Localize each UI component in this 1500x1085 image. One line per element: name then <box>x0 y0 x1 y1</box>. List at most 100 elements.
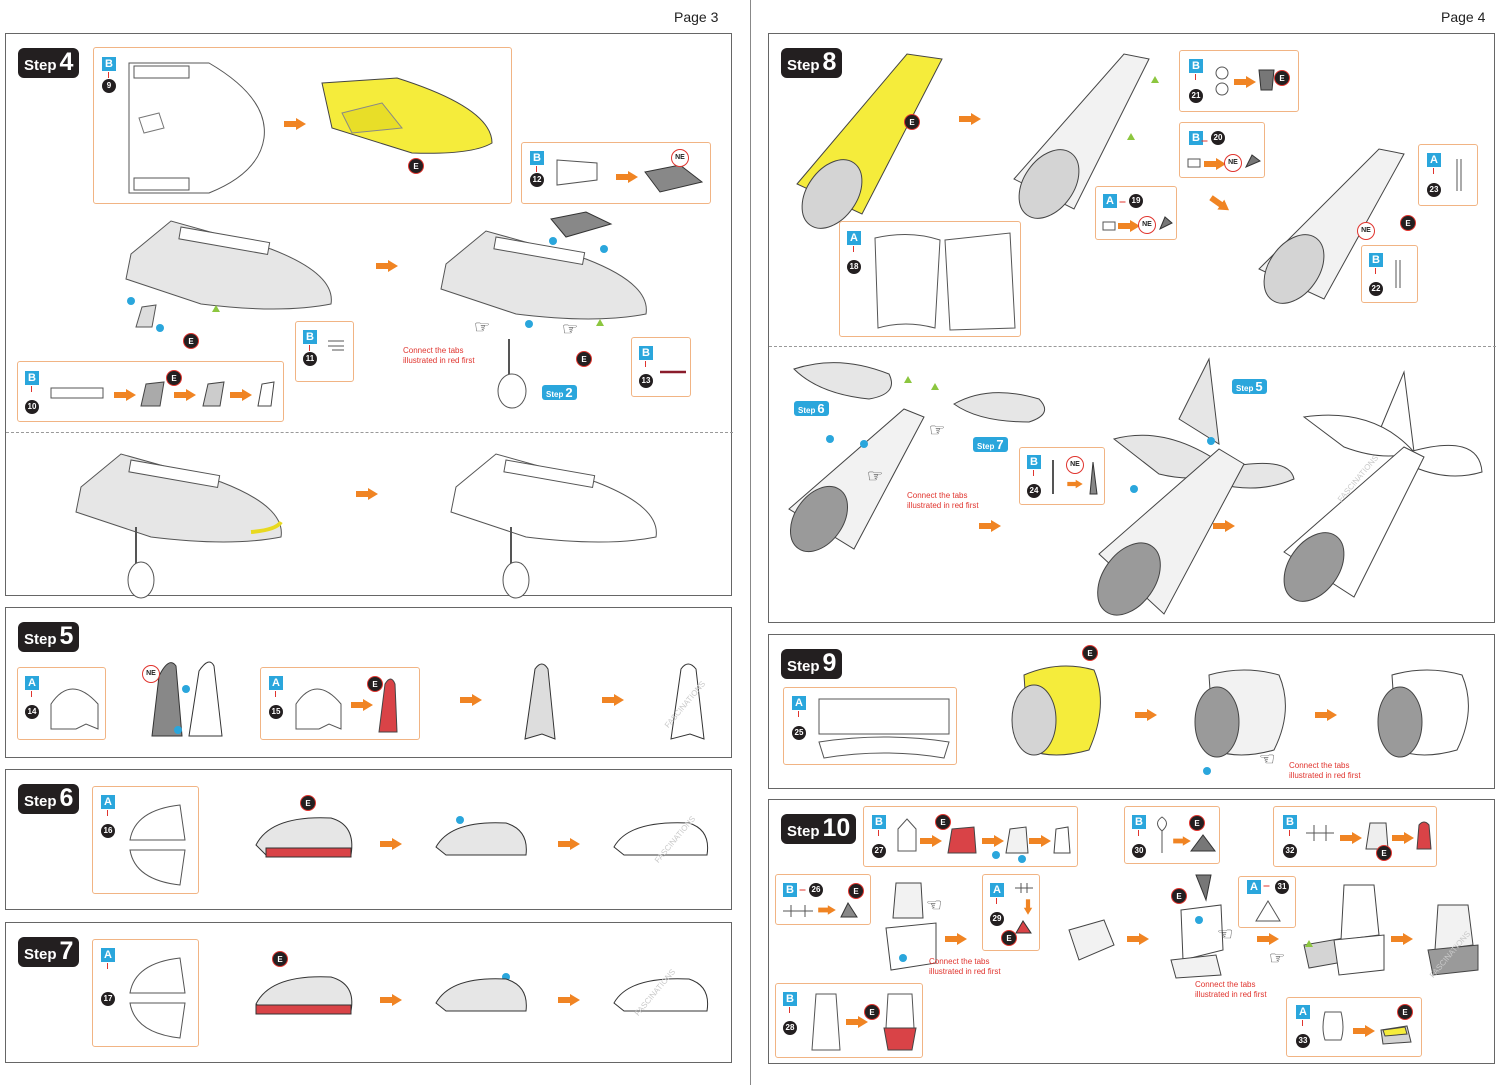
glue-e-marker: E <box>166 370 182 386</box>
right-arrow-icon <box>1127 933 1149 945</box>
part-number-18: 18 <box>847 260 861 274</box>
part-number-10: 10 <box>25 400 39 414</box>
blue-dot-icon <box>899 954 907 962</box>
pointing-hand-icon: ☞ <box>562 319 579 339</box>
right-arrow-icon <box>1029 835 1051 847</box>
part-15-flat-illustration <box>295 688 342 730</box>
green-triangle-icon <box>904 376 912 383</box>
part-21-callout: B 21 E <box>1179 50 1299 112</box>
glue-e-marker: E <box>1274 70 1290 86</box>
part-number-17: 17 <box>101 992 115 1006</box>
part-10-done-illustration <box>257 381 275 407</box>
part-9-callout: B 9 E <box>93 47 512 204</box>
sheet-a-label: A <box>269 676 283 690</box>
connect-tabs-note: Connect the tabs illustrated in red firs… <box>1289 761 1361 780</box>
fuselage-with-tabs-illustration <box>1258 148 1405 304</box>
part-33-flat-illustration <box>1322 1011 1344 1041</box>
part-number-26: 26 <box>809 883 823 897</box>
part-20-callout: B 20 NE <box>1179 122 1265 178</box>
part-19-folded-illustration <box>1159 216 1173 231</box>
pointing-hand-icon: ☜ <box>1217 924 1234 944</box>
connect-tabs-note: Connect the tabs illustrated in red firs… <box>403 346 475 365</box>
no-glue-ne-marker: NE <box>142 665 160 683</box>
glue-e-marker: E <box>1400 215 1416 231</box>
wing-assembly-left-illustration <box>125 220 332 310</box>
pointing-hand-icon: ☞ <box>1269 948 1286 968</box>
part-32-folded-illustration <box>1416 821 1432 850</box>
pointing-hand-icon: ☜ <box>926 895 943 915</box>
green-triangle-icon <box>1127 133 1135 140</box>
blue-dot-icon <box>525 320 533 328</box>
plane-tail-final-illustration <box>1283 370 1483 602</box>
sheet-a-label: A <box>1296 1005 1310 1019</box>
right-arrow-icon <box>558 994 580 1006</box>
part-14-illustration <box>50 688 99 730</box>
part-19-flat-illustration <box>1102 221 1116 231</box>
right-arrow-icon <box>1234 76 1256 88</box>
part-18-callout: A 18 <box>839 221 1021 337</box>
sheet-a-label: A <box>101 795 115 809</box>
blue-dot-icon <box>1130 485 1138 493</box>
part-10-flat-illustration <box>50 387 104 399</box>
green-triangle-icon <box>1305 940 1313 947</box>
blue-dot-icon <box>600 245 608 253</box>
part-30-flat-illustration <box>1157 816 1167 853</box>
right-arrow-icon <box>558 838 580 850</box>
fuselage-grey-illustration <box>1013 53 1150 219</box>
glue-e-marker: E <box>576 351 592 367</box>
glue-e-marker: E <box>864 1004 880 1020</box>
part-number-24: 24 <box>1027 484 1041 498</box>
part-11-illustration <box>328 340 344 351</box>
right-arrow-icon <box>818 905 836 915</box>
part-15-folded-illustration <box>378 678 398 733</box>
sheet-b-label: B <box>783 992 797 1006</box>
cowling-yellow-illustration <box>1011 665 1101 756</box>
part-number-16: 16 <box>101 824 115 838</box>
seat-assembly-1-illustration <box>1068 919 1115 961</box>
tail-fin-progress-illustration <box>524 663 556 740</box>
stabilizer-2-progress-illustration <box>435 978 527 1012</box>
pointing-hand-icon: ☜ <box>1259 749 1276 769</box>
part-27-done-illustration <box>1053 826 1071 854</box>
right-arrow-icon <box>356 488 378 500</box>
part-number-11: 11 <box>303 352 317 366</box>
part-number-27: 27 <box>872 844 886 858</box>
part-12-attached-illustration <box>550 211 613 238</box>
part-21-flat-illustration <box>1215 66 1229 96</box>
sheet-b-label: B <box>639 346 653 360</box>
right-arrow-icon <box>1135 709 1157 721</box>
sheet-a-label: A <box>101 948 115 962</box>
sheet-b-label: B <box>530 151 544 165</box>
sheet-b-label: B <box>102 57 116 71</box>
blue-dot-icon <box>549 237 557 245</box>
connect-tabs-note: Connect the tabs illustrated in red firs… <box>1195 980 1267 999</box>
glue-e-marker: E <box>1082 645 1098 661</box>
part-16-callout: A 16 <box>92 786 199 894</box>
part-number-12: 12 <box>530 173 544 187</box>
part-27-red-illustration <box>947 826 977 854</box>
part-13-illustration <box>660 370 686 374</box>
wing-result-final-illustration <box>450 453 657 599</box>
right-arrow-icon <box>1173 836 1191 846</box>
part-33-callout: A 33 E <box>1286 997 1422 1057</box>
part-30-callout: B 30 E <box>1124 806 1220 864</box>
sheet-a-label: A <box>990 883 1004 897</box>
part-31-callout: A 31 <box>1238 876 1296 928</box>
seat-assembly-4-illustration <box>1333 884 1385 976</box>
part-11-callout: B 11 <box>295 321 354 382</box>
part-26-callout: B 26 E <box>775 874 871 925</box>
right-arrow-icon <box>1340 832 1362 844</box>
green-triangle-icon <box>931 383 939 390</box>
part-28-callout: B 28 E <box>775 983 923 1058</box>
part-17-illustration <box>129 957 186 1039</box>
wing-flat-piece-illustration <box>128 62 265 194</box>
page-divider <box>750 0 751 1085</box>
horizontal-stabilizer-left-illustration <box>793 362 892 400</box>
sheet-b-label: B <box>1132 815 1146 829</box>
seat-final-illustration <box>1427 904 1479 976</box>
part-24-folded-illustration <box>1089 461 1098 495</box>
